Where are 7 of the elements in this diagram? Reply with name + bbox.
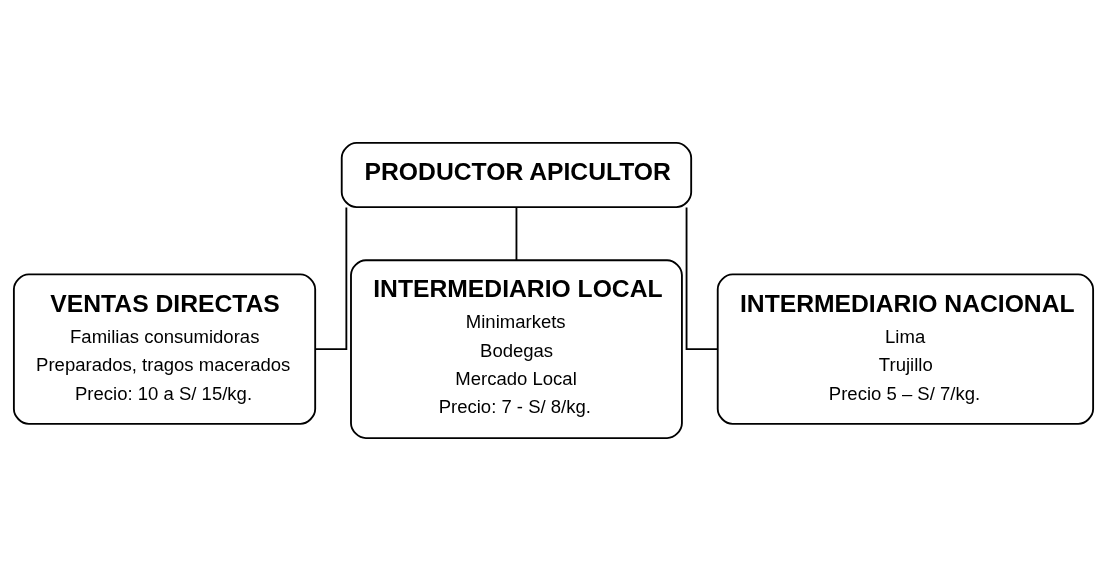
connector — [685, 205, 719, 350]
node-box: INTERMEDIARIO LOCAL Minimarkets Bodegas Mercado Local Precio: 7 - S/ 8/kg. — [350, 258, 683, 439]
node-box: INTERMEDIARIO NACIONAL Lima Trujillo Precio 5 – S/ 7/kg. — [716, 273, 1095, 425]
connector — [515, 205, 518, 261]
node-box: VENTAS DIRECTAS Familias consumidoras Preparados, tragos macerados Precio: 10 a S/ 15/kg. — [12, 273, 317, 425]
connector — [314, 205, 348, 350]
node-box: PRODUCTOR APICULTOR — [340, 141, 693, 208]
